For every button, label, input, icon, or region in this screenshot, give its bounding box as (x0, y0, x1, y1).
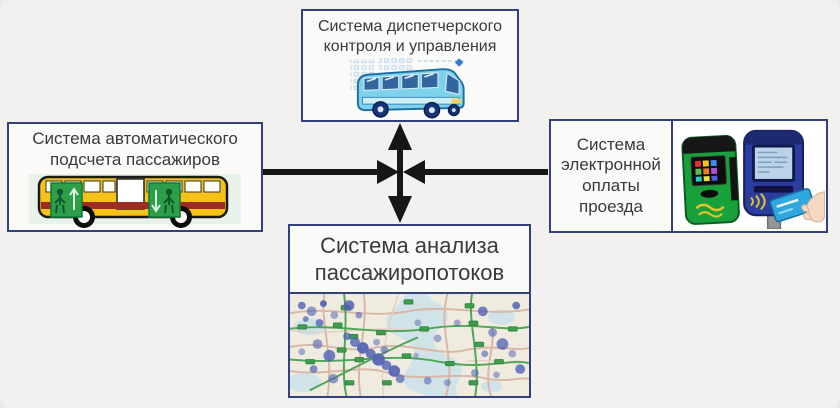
arrow-head-up (388, 123, 412, 150)
blue-coach-bus-illustration (350, 58, 467, 119)
box-bottom-label: Система анализа пассажиропотоков (314, 232, 505, 286)
arrow-head-down (388, 196, 412, 223)
yellow-bus-passenger-counter-illustration (29, 174, 241, 229)
contactless-waves-icon (749, 192, 766, 211)
bus-windshield (444, 72, 460, 96)
map-flow-points (297, 300, 526, 386)
box-left-label: Система автоматического подсчета пассажи… (32, 129, 238, 169)
passenger-counter-panel-icon (148, 182, 181, 219)
box-right-text-cell: Система электронной оплаты проезда (551, 121, 673, 231)
marker-diamond-icon (454, 58, 464, 67)
map-roads (290, 294, 529, 396)
box-right-label: Система электронной оплаты проезда (561, 134, 661, 216)
box-bottom-text-cell: Система анализа пассажиропотоков (290, 226, 529, 292)
passenger-counter-panel-icon (50, 182, 83, 219)
passenger-flow-map-illustration (290, 294, 529, 396)
arrow-head-left (377, 160, 399, 184)
box-bottom-map-cell (290, 292, 529, 396)
box-electronic-fare-payment-system: Система электронной оплаты проезда (549, 119, 828, 233)
box-passenger-flow-analysis-system: Система анализа пассажиропотоков (288, 224, 531, 398)
box-top-label: Система диспетчерского контроля и управл… (317, 18, 503, 55)
box-passenger-counting-system: Система автоматического подсчета пассажи… (7, 122, 263, 232)
green-validator-icon (680, 134, 740, 225)
box-right-image-cell (673, 121, 826, 231)
hand-icon (800, 191, 825, 223)
fare-payment-terminals-card-illustration (680, 129, 825, 229)
box-dispatch-control-system: Система диспетчерского контроля и управл… (301, 9, 519, 122)
arrow-head-right (403, 160, 425, 184)
